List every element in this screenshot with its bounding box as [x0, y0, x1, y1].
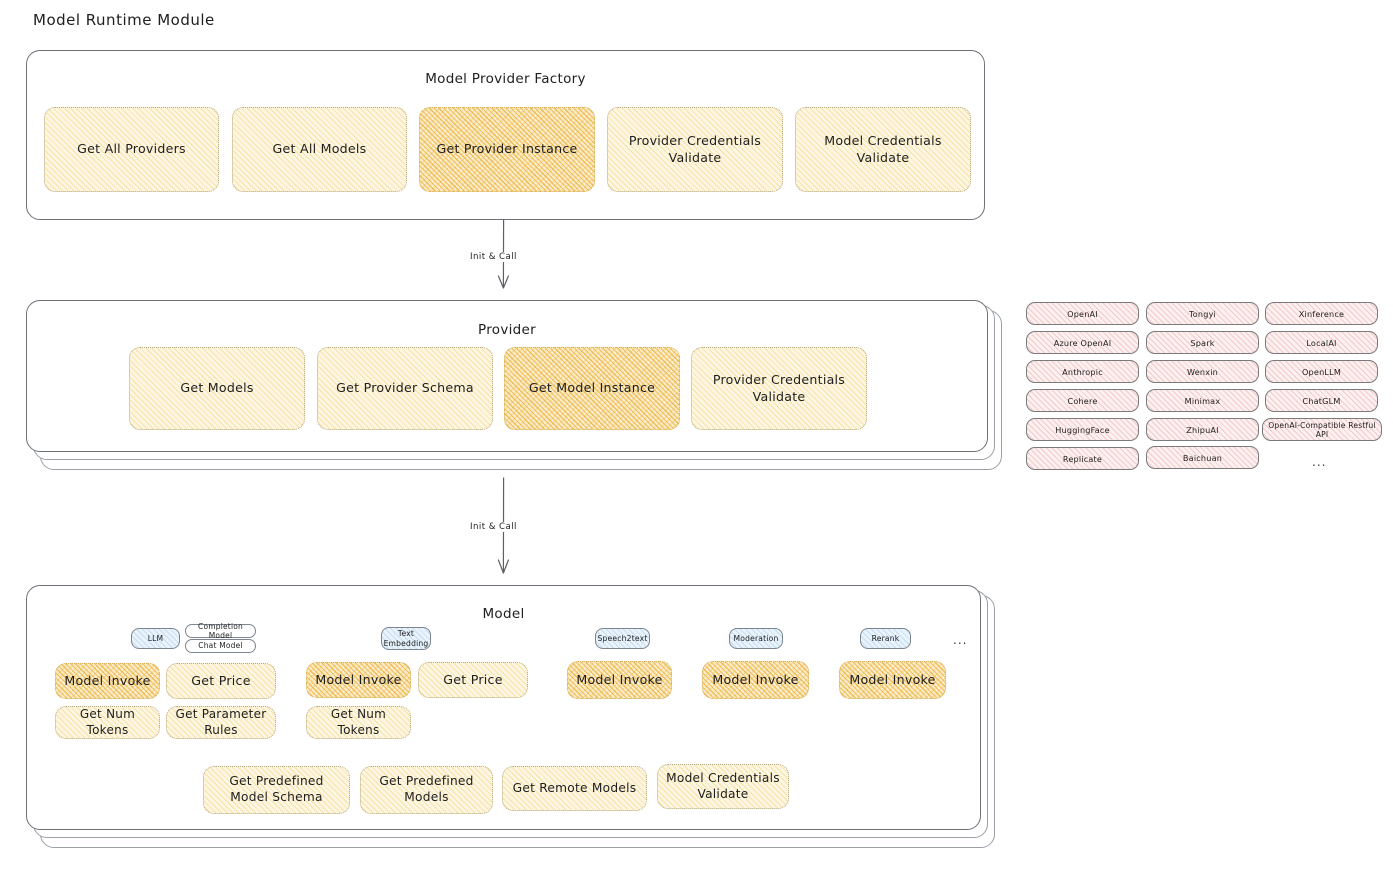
- provider-pill-xinference[interactable]: Xinference: [1265, 302, 1378, 325]
- llm-method-get-price[interactable]: Get Price: [166, 663, 276, 699]
- provider-item-get-provider-schema[interactable]: Get Provider Schema: [317, 347, 493, 430]
- provider-pill-chatglm[interactable]: ChatGLM: [1265, 389, 1378, 412]
- factory-item-provider-credentials-validate[interactable]: Provider Credentials Validate: [607, 107, 783, 192]
- model-type-chip-rerank[interactable]: Rerank: [860, 628, 911, 649]
- factory-item-model-credentials-validate[interactable]: Model Credentials Validate: [795, 107, 971, 192]
- arrow-factory-to-provider: Init & Call: [466, 219, 525, 300]
- model-type-chip-moderation[interactable]: Moderation: [729, 628, 783, 649]
- speech2text-method-model-invoke[interactable]: Model Invoke: [567, 661, 672, 699]
- model-type-chip-speech2text[interactable]: Speech2text: [595, 628, 650, 649]
- llm-method-get-parameter-rules[interactable]: Get Parameter Rules: [166, 706, 276, 739]
- model-common-method-get-remote-models[interactable]: Get Remote Models: [502, 766, 647, 811]
- provider-item-get-models[interactable]: Get Models: [129, 347, 305, 430]
- provider-pill-huggingface[interactable]: HuggingFace: [1026, 418, 1139, 441]
- arrow-label-init-and-call-2: Init & Call: [466, 522, 521, 532]
- model-subtype-chip-chat-model[interactable]: Chat Model: [185, 639, 256, 653]
- model-common-method-get-predefined-model-schema[interactable]: Get Predefined Model Schema: [203, 766, 350, 814]
- factory-item-get-provider-instance[interactable]: Get Provider Instance: [419, 107, 595, 192]
- factory-item-get-all-providers[interactable]: Get All Providers: [44, 107, 219, 192]
- provider-pill-openai-compatible-restful-api[interactable]: OpenAI-Compatible Restful API: [1262, 418, 1382, 441]
- provider-pill-openllm[interactable]: OpenLLM: [1265, 360, 1378, 383]
- model-common-method-get-predefined-models[interactable]: Get Predefined Models: [360, 766, 493, 814]
- provider-pill-wenxin[interactable]: Wenxin: [1146, 360, 1259, 383]
- model-subtype-chip-completion-model[interactable]: Completion Model: [185, 622, 256, 640]
- provider-pill-spark[interactable]: Spark: [1146, 331, 1259, 354]
- model-type-chip-llm[interactable]: LLM: [131, 628, 180, 649]
- model-type-chip-text-embedding[interactable]: Text Embedding: [381, 627, 431, 650]
- provider-pill-openai[interactable]: OpenAI: [1026, 302, 1139, 325]
- arrow-label-init-and-call-1: Init & Call: [466, 252, 521, 262]
- text-embedding-method-get-price[interactable]: Get Price: [418, 662, 528, 698]
- provider-pill-tongyi[interactable]: Tongyi: [1146, 302, 1259, 325]
- provider-pill-azure-openai[interactable]: Azure OpenAI: [1026, 331, 1139, 354]
- factory-item-get-all-models[interactable]: Get All Models: [232, 107, 407, 192]
- provider-pill-localai[interactable]: LocalAI: [1265, 331, 1378, 354]
- provider-pill-zhipuai[interactable]: ZhipuAI: [1146, 418, 1259, 441]
- text-embedding-method-get-num-tokens[interactable]: Get Num Tokens: [306, 706, 411, 739]
- provider-pill-replicate[interactable]: Replicate: [1026, 447, 1139, 470]
- text-embedding-method-model-invoke[interactable]: Model Invoke: [306, 662, 411, 698]
- provider-list-more-ellipsis: ...: [1312, 455, 1327, 469]
- model-provider-factory-title: Model Provider Factory: [425, 71, 586, 87]
- arrow-provider-to-model: Init & Call: [466, 477, 525, 583]
- provider-pill-minimax[interactable]: Minimax: [1146, 389, 1259, 412]
- model-title: Model: [482, 606, 525, 622]
- model-types-more-ellipsis: ...: [953, 633, 968, 647]
- model-common-method-model-credentials-validate[interactable]: Model Credentials Validate: [657, 764, 789, 809]
- provider-item-provider-credentials-validate[interactable]: Provider Credentials Validate: [691, 347, 867, 430]
- rerank-method-model-invoke[interactable]: Model Invoke: [839, 661, 946, 699]
- provider-title: Provider: [478, 322, 536, 338]
- provider-pill-cohere[interactable]: Cohere: [1026, 389, 1139, 412]
- provider-pill-baichuan[interactable]: Baichuan: [1146, 446, 1259, 469]
- provider-item-get-model-instance[interactable]: Get Model Instance: [504, 347, 680, 430]
- llm-method-get-num-tokens[interactable]: Get Num Tokens: [55, 706, 160, 739]
- llm-method-model-invoke[interactable]: Model Invoke: [55, 663, 160, 699]
- moderation-method-model-invoke[interactable]: Model Invoke: [702, 661, 809, 699]
- page-title: Model Runtime Module: [33, 11, 215, 29]
- provider-pill-anthropic[interactable]: Anthropic: [1026, 360, 1139, 383]
